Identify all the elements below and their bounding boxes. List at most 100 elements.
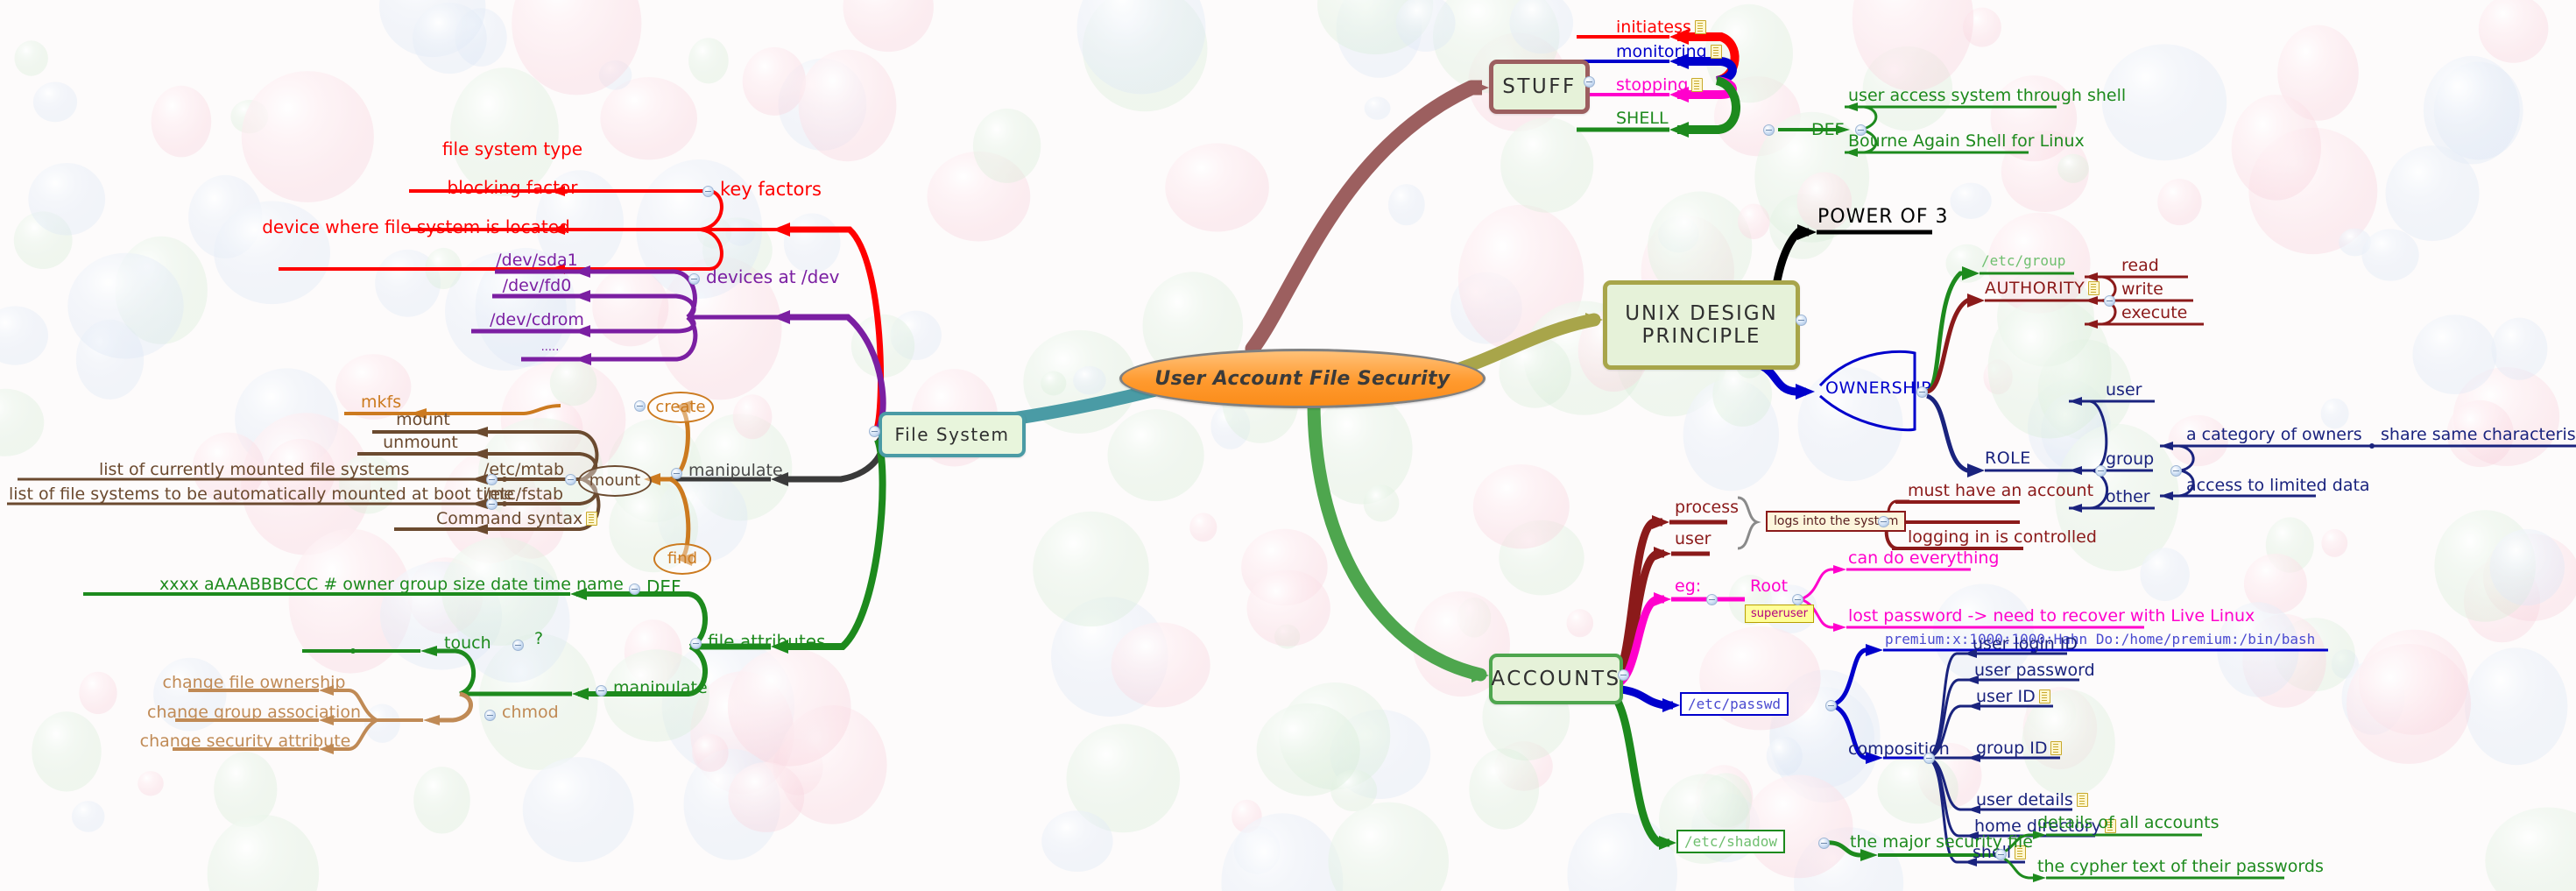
label-file-attr-def[interactable]: DEF — [646, 576, 681, 598]
label-initiatess[interactable]: initiatess — [1616, 19, 1706, 36]
label-chmod[interactable]: chmod — [502, 703, 559, 722]
label-authority[interactable]: AUTHORITY — [1985, 280, 2100, 297]
label-role-other[interactable]: other — [2106, 487, 2150, 506]
label-category-of-owners[interactable]: a category of owners — [2186, 425, 2362, 444]
label-shell-def[interactable]: DEF — [1811, 120, 1845, 139]
node-ownership[interactable]: OWNERSHIP — [1825, 380, 1931, 397]
label-unmount-cmd[interactable]: unmount — [383, 433, 458, 452]
label-major-security-file[interactable]: the major security file — [1850, 832, 2033, 852]
label-mkfs[interactable]: mkfs — [361, 392, 402, 412]
collapse-toggle-manipulate-file-attributes[interactable] — [596, 685, 607, 697]
collapse-toggle-key-factors[interactable] — [702, 186, 714, 197]
central-node[interactable]: User Account File Security — [1119, 349, 1486, 408]
label-root[interactable]: Root — [1750, 576, 1789, 596]
label-logging-controlled[interactable]: logging in is controlled — [1908, 527, 2097, 547]
label-authority-write[interactable]: write — [2121, 279, 2163, 299]
label-dev-cdrom[interactable]: /dev/cdrom — [490, 310, 584, 329]
label-composition-user-id[interactable]: user ID — [1976, 689, 2050, 705]
label-role[interactable]: ROLE — [1985, 449, 2031, 468]
collapse-toggle-role-group[interactable] — [2170, 465, 2182, 477]
label-shell[interactable]: SHELL — [1616, 109, 1669, 128]
label-change-group-association[interactable]: change group association — [146, 703, 362, 722]
label-eg[interactable]: eg: — [1675, 576, 1702, 596]
node-find[interactable]: find — [653, 543, 711, 575]
collapse-toggle-file-system[interactable] — [869, 426, 880, 437]
label-devices-at-dev[interactable]: devices at /dev — [706, 266, 840, 287]
collapse-toggle-composition[interactable] — [1923, 753, 1935, 764]
node-mount[interactable]: mount — [578, 465, 652, 497]
collapse-toggle-devices[interactable] — [688, 273, 700, 285]
collapse-toggle-ownership[interactable] — [1916, 386, 1928, 398]
collapse-toggle-manipulate-file-system[interactable] — [671, 468, 682, 479]
collapse-toggle-authority[interactable] — [2104, 295, 2115, 307]
collapse-toggle-accounts[interactable] — [1618, 669, 1629, 681]
label-dev-fd0[interactable]: /dev/fd0 — [502, 276, 572, 295]
label-power-of-3[interactable]: POWER OF 3 — [1817, 206, 1949, 228]
label-composition-user-login-id[interactable]: user login ID — [1973, 636, 2078, 653]
label-cypher-text-passwords[interactable]: the cypher text of their passwords — [2037, 857, 2324, 876]
label-etc-group[interactable]: /etc/group — [1981, 252, 2066, 269]
node-unix-design-principle[interactable]: UNIX DESIGN PRINCIPLE — [1603, 280, 1800, 370]
collapse-toggle-stuff[interactable] — [1584, 76, 1595, 88]
collapse-toggle-unix[interactable] — [1796, 315, 1807, 326]
collapse-toggle-root[interactable] — [1792, 594, 1803, 605]
label-file-system-type[interactable]: file system type — [441, 138, 583, 159]
collapse-toggle-file-attr-def[interactable] — [629, 583, 640, 595]
label-manipulate-file-system[interactable]: manipulate — [688, 461, 783, 480]
label-manipulate-file-attributes[interactable]: manipulate — [613, 678, 708, 697]
label-monitoring[interactable]: monitoring — [1616, 44, 1722, 60]
collapse-toggle-file-attributes[interactable] — [690, 638, 702, 649]
box-etc-shadow[interactable]: /etc/shadow — [1676, 830, 1785, 853]
collapse-toggle-chmod[interactable] — [484, 710, 496, 721]
collapse-toggle-passwd[interactable] — [1825, 700, 1837, 711]
collapse-toggle-major-security-file[interactable] — [1995, 849, 2007, 860]
label-mount-cmd[interactable]: mount — [396, 410, 450, 429]
label-user[interactable]: user — [1675, 529, 1711, 548]
label-touch-question[interactable]: ? — [534, 629, 544, 648]
box-logs-into-system[interactable]: logs into the system — [1766, 511, 1907, 532]
label-details-all-accounts[interactable]: details of all accounts — [2037, 813, 2220, 832]
node-file-system[interactable]: File System — [879, 412, 1026, 457]
label-authority-execute[interactable]: execute — [2121, 303, 2188, 322]
label-shell-def-0[interactable]: user access system through shell — [1848, 86, 2127, 105]
label-key-factors[interactable]: key factors — [720, 179, 822, 200]
label-must-have-account[interactable]: must have an account — [1908, 481, 2094, 500]
collapse-toggle-fstab[interactable] — [486, 499, 498, 510]
node-create[interactable]: create — [647, 392, 714, 423]
label-dev-ellipsis[interactable]: ..... — [540, 341, 560, 354]
label-composition-user-details[interactable]: user details — [1976, 792, 2088, 809]
collapse-toggle-logs[interactable] — [1878, 516, 1889, 527]
collapse-toggle-role[interactable] — [2095, 465, 2107, 477]
label-composition-user-password[interactable]: user password — [1974, 662, 2095, 679]
tag-superuser[interactable]: superuser — [1745, 605, 1814, 623]
label-fstab-note[interactable]: list of file systems to be automatically… — [9, 484, 514, 504]
label-device-location[interactable]: device where file system is located — [262, 216, 570, 237]
label-authority-read[interactable]: read — [2121, 256, 2159, 275]
label-access-limited-data[interactable]: access to limited data — [2186, 476, 2370, 495]
label-dev-sda1[interactable]: /dev/sda1 — [496, 251, 578, 270]
label-stopping[interactable]: stopping — [1616, 77, 1704, 94]
label-can-do-everything[interactable]: can do everything — [1848, 548, 2000, 568]
label-process[interactable]: process — [1675, 498, 1740, 517]
collapse-toggle-eg[interactable] — [1706, 594, 1718, 605]
collapse-toggle-create[interactable] — [634, 400, 646, 412]
box-etc-passwd[interactable]: /etc/passwd — [1680, 692, 1789, 716]
label-shell-def-1[interactable]: Bourne Again Shell for Linux — [1848, 131, 2085, 151]
label-file-attr-def-value[interactable]: xxxx aAAABBBCCC # owner group size date … — [159, 575, 624, 594]
collapse-toggle-shell-def[interactable] — [1855, 124, 1867, 136]
label-role-group[interactable]: group — [2106, 449, 2155, 469]
collapse-toggle-touch[interactable] — [512, 640, 524, 651]
label-blocking-factor[interactable]: blocking factor — [447, 177, 578, 198]
label-lost-password[interactable]: lost password -> need to recover with Li… — [1848, 606, 2255, 626]
label-file-attributes[interactable]: file attributes — [708, 631, 826, 652]
collapse-toggle-shadow[interactable] — [1818, 838, 1830, 849]
collapse-toggle-mtab[interactable] — [486, 474, 498, 485]
label-composition-group-id[interactable]: group ID — [1976, 740, 2063, 757]
label-command-syntax[interactable]: Command syntax — [436, 511, 598, 527]
label-touch[interactable]: touch — [444, 633, 491, 653]
label-role-user[interactable]: user — [2106, 380, 2142, 400]
node-accounts[interactable]: ACCOUNTS — [1489, 654, 1623, 704]
label-passwd-example[interactable]: premium:x:1000:1000:Hahn Do:/home/premiu… — [1885, 631, 2316, 647]
label-share-same-characteristics[interactable]: share same characteristics — [2381, 425, 2576, 444]
label-change-security-attribute[interactable]: change security attribute — [139, 732, 351, 751]
